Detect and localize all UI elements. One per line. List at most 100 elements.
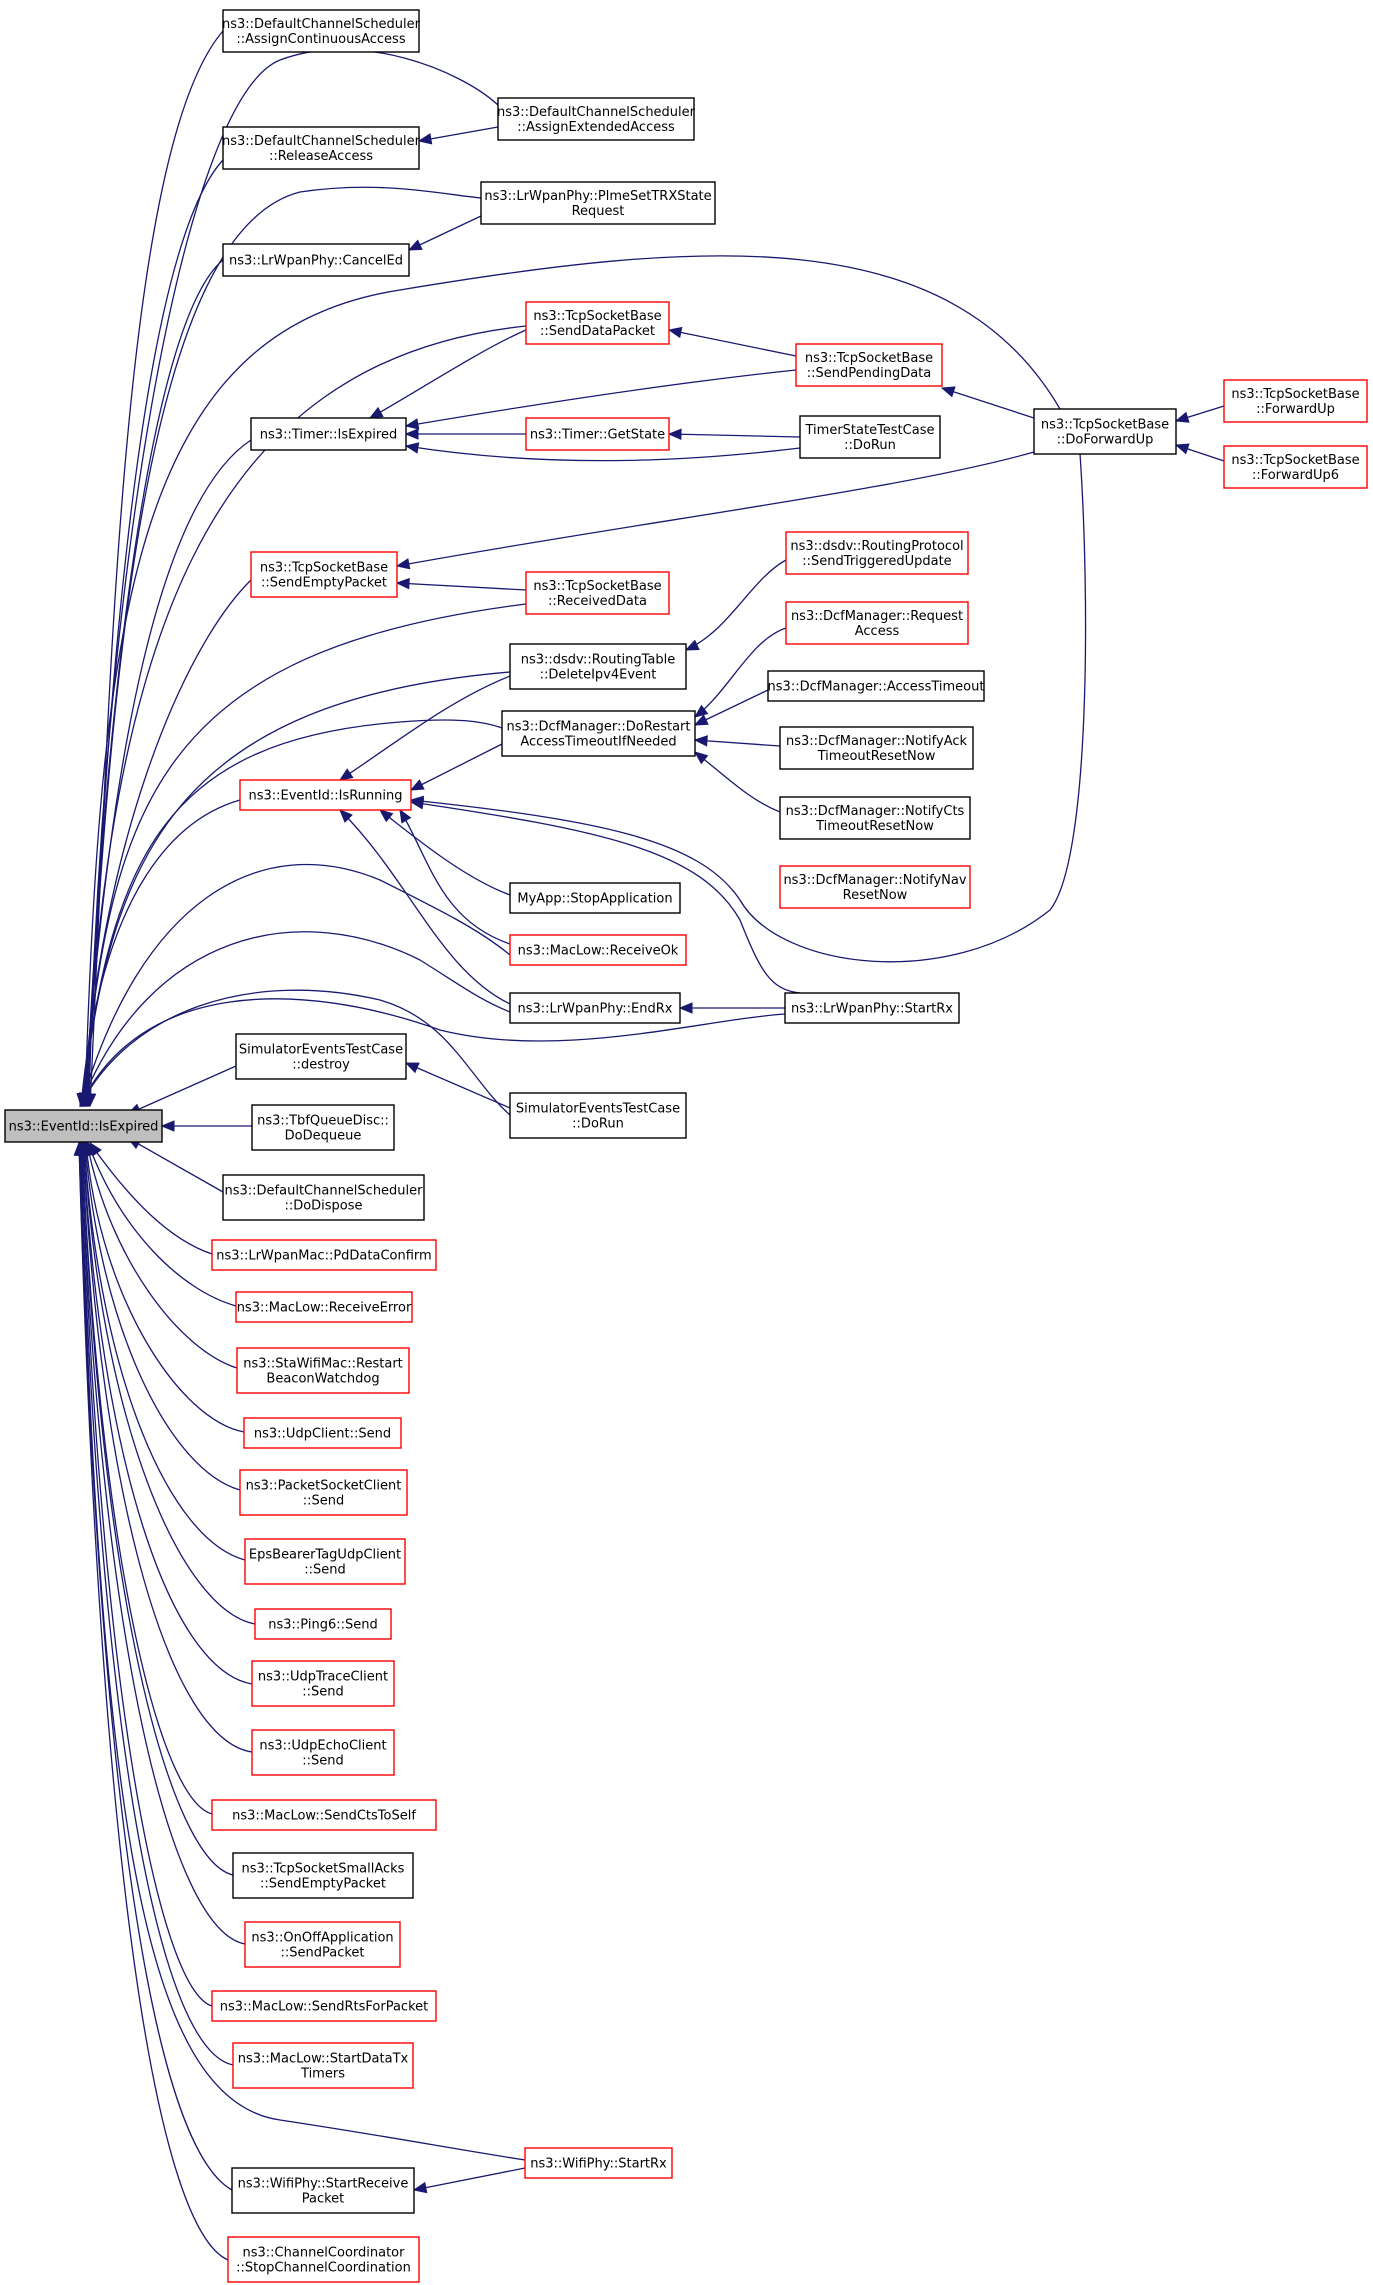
node-box — [497, 97, 695, 141]
node-n21[interactable]: ns3::DcfManager::NotifyAckTimeoutResetNo… — [779, 726, 974, 770]
node-n13[interactable]: ns3::TcpSocketBase::ForwardUp6 — [1223, 445, 1368, 489]
node-n1[interactable]: ns3::DefaultChannelScheduler::AssignCont… — [222, 9, 421, 53]
node-n23[interactable]: ns3::DcfManager::NotifyCtsTimeoutResetNo… — [779, 796, 971, 840]
node-label-line: ns3::StaWifiMac::Restart — [243, 1357, 403, 1372]
node-label-line: DoDequeue — [285, 1129, 362, 1144]
arrowhead-n8-n7 — [404, 418, 420, 430]
arrowhead-n22-n26 — [399, 808, 412, 824]
edge-n20-n23 — [694, 751, 781, 813]
node-label-line: ns3::WifiPhy::StartRx — [530, 2157, 667, 2172]
node-n16[interactable]: ns3::dsdv::RoutingProtocol::SendTriggere… — [785, 531, 969, 575]
node-n6[interactable]: ns3::TcpSocketBase::SendDataPacket — [525, 301, 670, 345]
node-n30[interactable]: SimulatorEventsTestCase::DoRun — [509, 1092, 687, 1139]
node-n0[interactable]: ns3::EventId::IsExpired — [4, 1109, 163, 1143]
node-n14[interactable]: ns3::TcpSocketBase::SendEmptyPacket — [250, 551, 398, 598]
node-n33[interactable]: ns3::LrWpanMac::PdDataConfirm — [211, 1239, 437, 1271]
node-box — [239, 1469, 408, 1516]
node-n39[interactable]: ns3::Ping6::Send — [254, 1608, 392, 1640]
arrowhead-n20-n21 — [693, 735, 708, 747]
nodes-layer: ns3::EventId::IsExpiredns3::DefaultChann… — [4, 9, 1368, 2283]
node-n28[interactable]: ns3::LrWpanPhy::StartRx — [784, 992, 960, 1024]
node-n26[interactable]: ns3::MacLow::ReceiveOk — [509, 934, 687, 966]
node-label-line: ns3::MacLow::SendCtsToSelf — [232, 1809, 416, 1824]
node-n42[interactable]: ns3::MacLow::SendCtsToSelf — [211, 1799, 437, 1831]
node-box — [795, 343, 943, 387]
edge-n22-n26 — [399, 809, 511, 945]
node-n2[interactable]: ns3::DefaultChannelScheduler::AssignExte… — [497, 97, 696, 141]
node-n22[interactable]: ns3::EventId::IsRunning — [239, 779, 412, 811]
node-box — [222, 1174, 425, 1221]
node-box — [235, 1033, 407, 1080]
arrowhead-n14-n11 — [395, 558, 411, 570]
node-box — [251, 1729, 395, 1776]
node-n8[interactable]: ns3::Timer::IsExpired — [250, 417, 407, 451]
node-n20[interactable]: ns3::DcfManager::DoRestartAccessTimeoutI… — [501, 710, 696, 757]
node-n29[interactable]: SimulatorEventsTestCase::destroy — [235, 1033, 407, 1080]
node-n15[interactable]: ns3::TcpSocketBase::ReceivedData — [525, 571, 670, 615]
node-label-line: ns3::MacLow::ReceiveOk — [518, 944, 679, 959]
node-box — [1223, 445, 1368, 489]
node-label-line: SimulatorEventsTestCase — [239, 1043, 403, 1058]
edge-n0-n35 — [86, 1142, 238, 1369]
node-label-line: ns3::DefaultChannelScheduler — [222, 17, 421, 32]
node-n47[interactable]: ns3::WifiPhy::StartRx — [524, 2147, 673, 2179]
node-label-line: ns3::EventId::IsExpired — [9, 1120, 159, 1135]
node-label-line: ns3::DcfManager::AccessTimeout — [768, 680, 985, 695]
node-n43[interactable]: ns3::TcpSocketSmallAcks::SendEmptyPacket — [232, 1852, 414, 1899]
node-n10[interactable]: TimerStateTestCase::DoRun — [799, 415, 941, 459]
arrowhead-n14-n15 — [395, 577, 410, 590]
node-label-line: ::DoDispose — [284, 1199, 362, 1214]
node-label-line: ::DeleteIpv4Event — [540, 668, 657, 683]
edge-n29-n30 — [405, 1062, 511, 1109]
edge-n0-n36 — [85, 1142, 245, 1433]
node-n5[interactable]: ns3::LrWpanPhy::CancelEd — [222, 243, 410, 277]
node-box — [767, 670, 985, 702]
node-n11[interactable]: ns3::TcpSocketBase::DoForwardUp — [1033, 408, 1177, 455]
node-n27[interactable]: ns3::LrWpanPhy::EndRx — [509, 992, 681, 1024]
node-label-line: ns3::UdpTraceClient — [258, 1670, 388, 1685]
node-label-line: ::Send — [302, 1685, 344, 1700]
node-n7[interactable]: ns3::TcpSocketBase::SendPendingData — [795, 343, 943, 387]
node-n9[interactable]: ns3::Timer::GetState — [525, 417, 670, 451]
edge-n0-n1 — [89, 30, 224, 1107]
node-n37[interactable]: ns3::PacketSocketClient::Send — [239, 1469, 408, 1516]
node-label-line: ns3::DefaultChannelScheduler — [225, 1184, 424, 1199]
node-box — [1223, 379, 1368, 423]
node-n3[interactable]: ns3::DefaultChannelScheduler::ReleaseAcc… — [222, 126, 421, 170]
node-n49[interactable]: ns3::ChannelCoordinator::StopChannelCoor… — [227, 2236, 420, 2283]
node-n45[interactable]: ns3::MacLow::SendRtsForPacket — [211, 1990, 437, 2022]
node-n31[interactable]: ns3::TbfQueueDisc::DoDequeue — [251, 1104, 395, 1151]
node-n44[interactable]: ns3::OnOffApplication::SendPacket — [244, 1921, 401, 1968]
node-n36[interactable]: ns3::UdpClient::Send — [243, 1417, 402, 1449]
edge-n0-n26 — [80, 864, 511, 1107]
node-n41[interactable]: ns3::UdpEchoClient::Send — [251, 1729, 395, 1776]
node-label-line: ::ForwardUp6 — [1252, 468, 1339, 483]
node-n38[interactable]: EpsBearerTagUdpClient::Send — [244, 1538, 406, 1585]
node-label-line: ::SendTriggeredUpdate — [802, 554, 951, 569]
node-label-line: ns3::ChannelCoordinator — [243, 2246, 406, 2261]
node-n34[interactable]: ns3::MacLow::ReceiveError — [235, 1291, 413, 1323]
node-n19[interactable]: ns3::DcfManager::AccessTimeout — [767, 670, 985, 702]
node-box — [784, 992, 960, 1024]
node-label-line: ns3::TcpSocketSmallAcks — [242, 1862, 405, 1877]
arrowhead-n8-n6 — [368, 406, 384, 419]
node-box — [509, 934, 687, 966]
node-label-line: ns3::TcpSocketBase — [1041, 418, 1169, 433]
node-n12[interactable]: ns3::TcpSocketBase::ForwardUp — [1223, 379, 1368, 423]
node-n32[interactable]: ns3::DefaultChannelScheduler::DoDispose — [222, 1174, 425, 1221]
node-label-line: ::SendDataPacket — [540, 324, 655, 339]
node-n40[interactable]: ns3::UdpTraceClient::Send — [251, 1660, 395, 1707]
arrowhead-n11-n13 — [1174, 443, 1190, 455]
node-n18[interactable]: ns3::dsdv::RoutingTable::DeleteIpv4Event — [509, 643, 687, 690]
node-n25[interactable]: MyApp::StopApplication — [509, 882, 681, 914]
edge-n8-n10 — [405, 445, 801, 462]
edge-n20-n19 — [694, 689, 769, 726]
node-box — [251, 1660, 395, 1707]
